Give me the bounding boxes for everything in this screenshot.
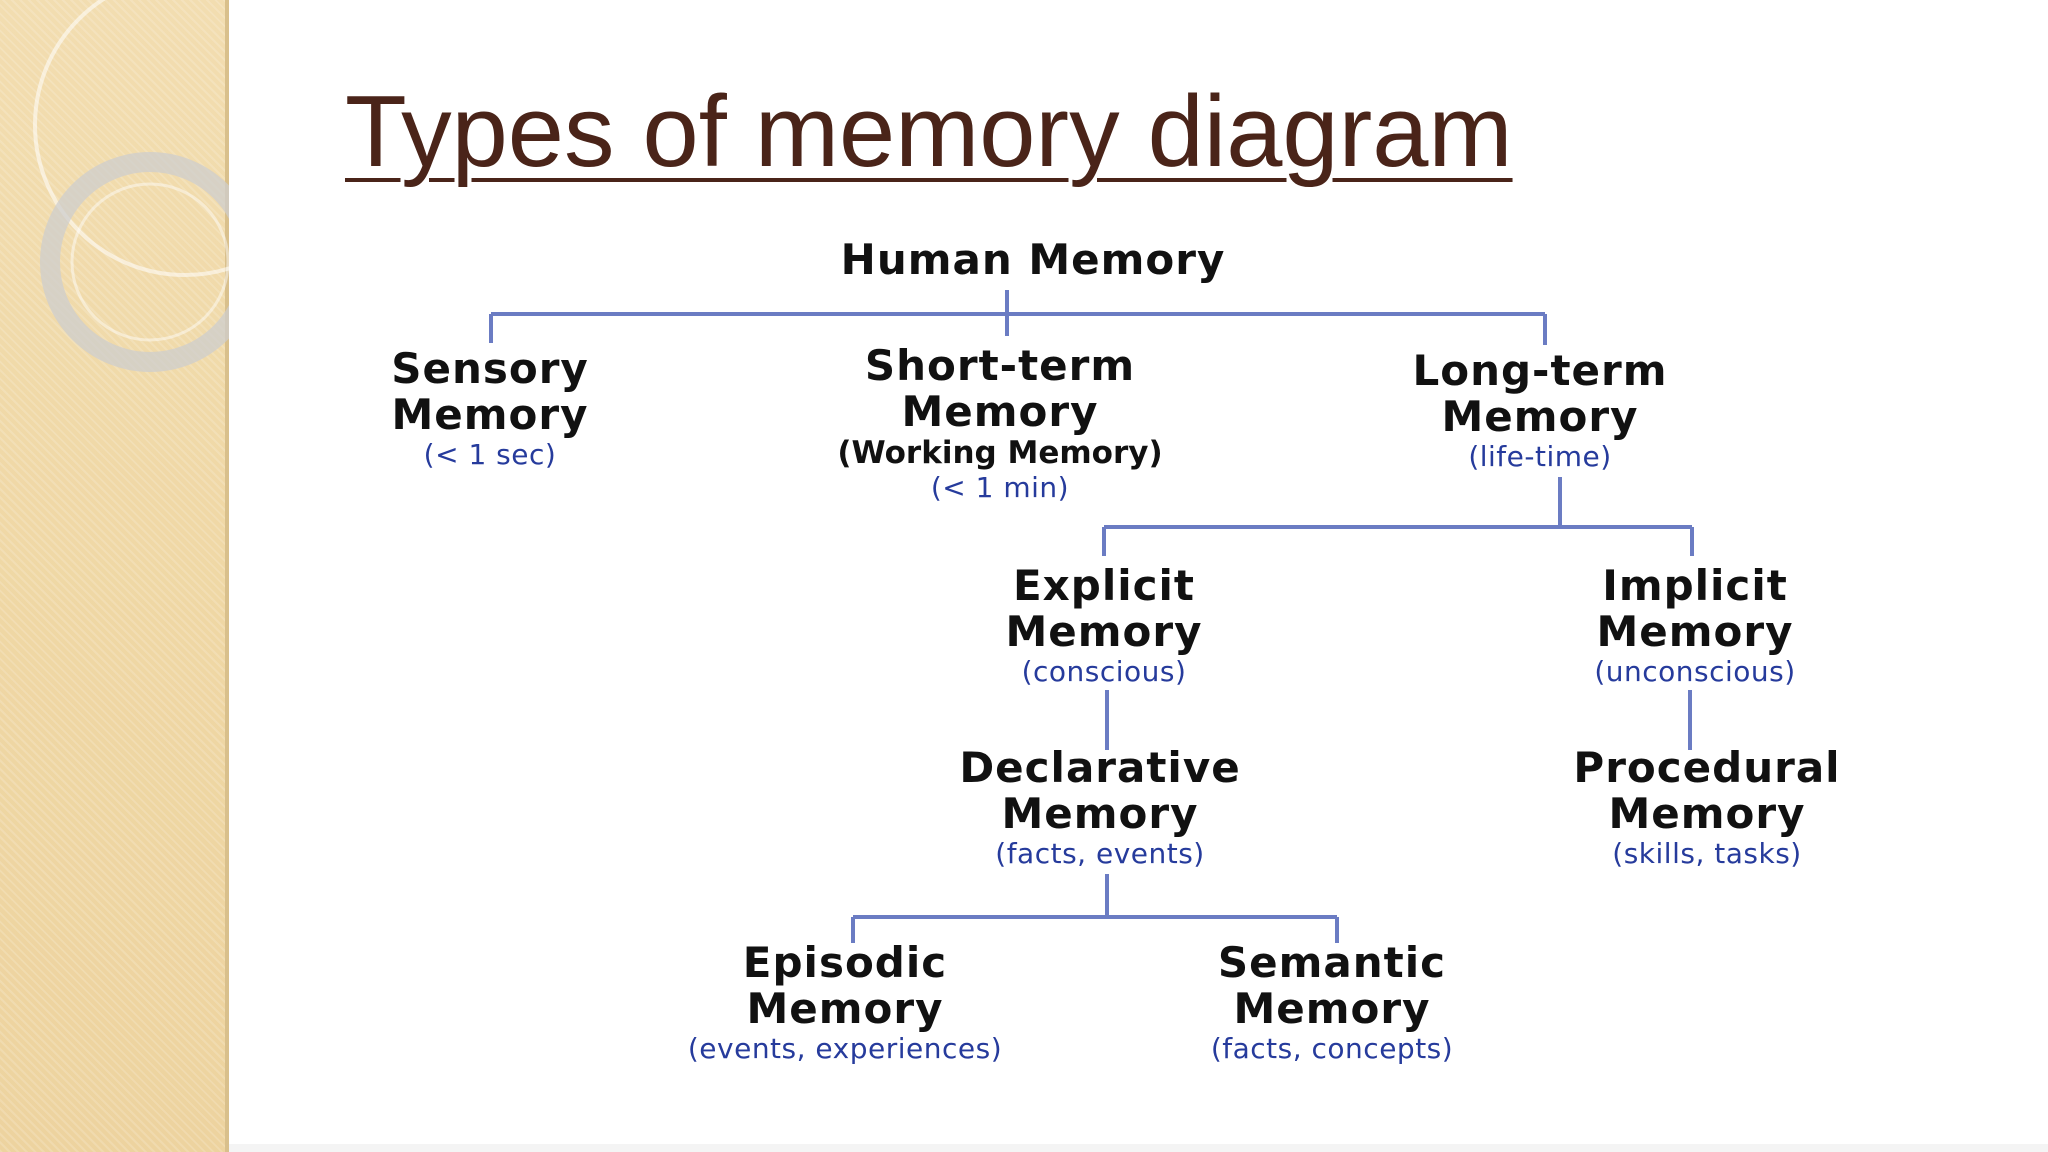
node-procedural-line1: Procedural	[1573, 743, 1841, 792]
node-sensory-sub: (< 1 sec)	[423, 438, 557, 471]
slide-title: Types of memory diagram	[345, 76, 1513, 188]
node-explicit-line2: Memory	[1005, 607, 1203, 656]
node-declarative-line1: Declarative	[959, 743, 1241, 792]
node-human-memory: Human Memory	[841, 237, 1226, 283]
node-long-term-line1: Long-term	[1412, 346, 1668, 395]
decorative-rings-icon	[33, 0, 229, 372]
node-implicit-sub: (unconscious)	[1594, 655, 1796, 688]
node-long-term-line2: Memory	[1441, 392, 1639, 441]
node-human-memory-title: Human Memory	[840, 235, 1226, 284]
node-long-term-memory: Long-term Memory (life-time)	[1412, 348, 1667, 474]
node-explicit-line1: Explicit	[1012, 561, 1195, 610]
node-procedural-memory: Procedural Memory (skills, tasks)	[1573, 745, 1840, 871]
node-semantic-memory: Semantic Memory (facts, concepts)	[1211, 940, 1453, 1066]
node-semantic-sub: (facts, concepts)	[1210, 1032, 1454, 1065]
node-implicit-line2: Memory	[1596, 607, 1794, 656]
node-short-term-sub: (< 1 min)	[930, 471, 1070, 504]
node-short-term-line3: (Working Memory)	[837, 435, 1163, 471]
node-long-term-sub: (life-time)	[1468, 440, 1612, 473]
node-declarative-sub: (facts, events)	[995, 837, 1205, 870]
node-episodic-sub: (events, experiences)	[687, 1032, 1003, 1065]
node-short-term-memory: Short-term Memory (Working Memory) (< 1 …	[837, 343, 1162, 505]
node-explicit-sub: (conscious)	[1021, 655, 1187, 688]
bottom-strip	[229, 1144, 2048, 1152]
node-episodic-line1: Episodic	[742, 938, 948, 987]
node-procedural-line2: Memory	[1608, 789, 1806, 838]
node-semantic-line1: Semantic	[1217, 938, 1447, 987]
node-episodic-memory: Episodic Memory (events, experiences)	[688, 940, 1002, 1066]
node-short-term-line2: Memory	[901, 387, 1099, 436]
node-short-term-line1: Short-term	[864, 341, 1136, 390]
node-declarative-memory: Declarative Memory (facts, events)	[959, 745, 1240, 871]
node-sensory-line1: Sensory	[391, 344, 589, 393]
node-procedural-sub: (skills, tasks)	[1612, 837, 1802, 870]
node-episodic-line2: Memory	[746, 984, 944, 1033]
node-implicit-memory: Implicit Memory (unconscious)	[1594, 563, 1795, 689]
node-declarative-line2: Memory	[1001, 789, 1199, 838]
node-semantic-line2: Memory	[1233, 984, 1431, 1033]
node-sensory-memory: Sensory Memory (< 1 sec)	[391, 346, 589, 472]
decorative-side-panel	[0, 0, 229, 1152]
node-explicit-memory: Explicit Memory (conscious)	[1006, 563, 1203, 689]
node-implicit-line1: Implicit	[1602, 561, 1788, 610]
node-sensory-line2: Memory	[391, 390, 589, 439]
